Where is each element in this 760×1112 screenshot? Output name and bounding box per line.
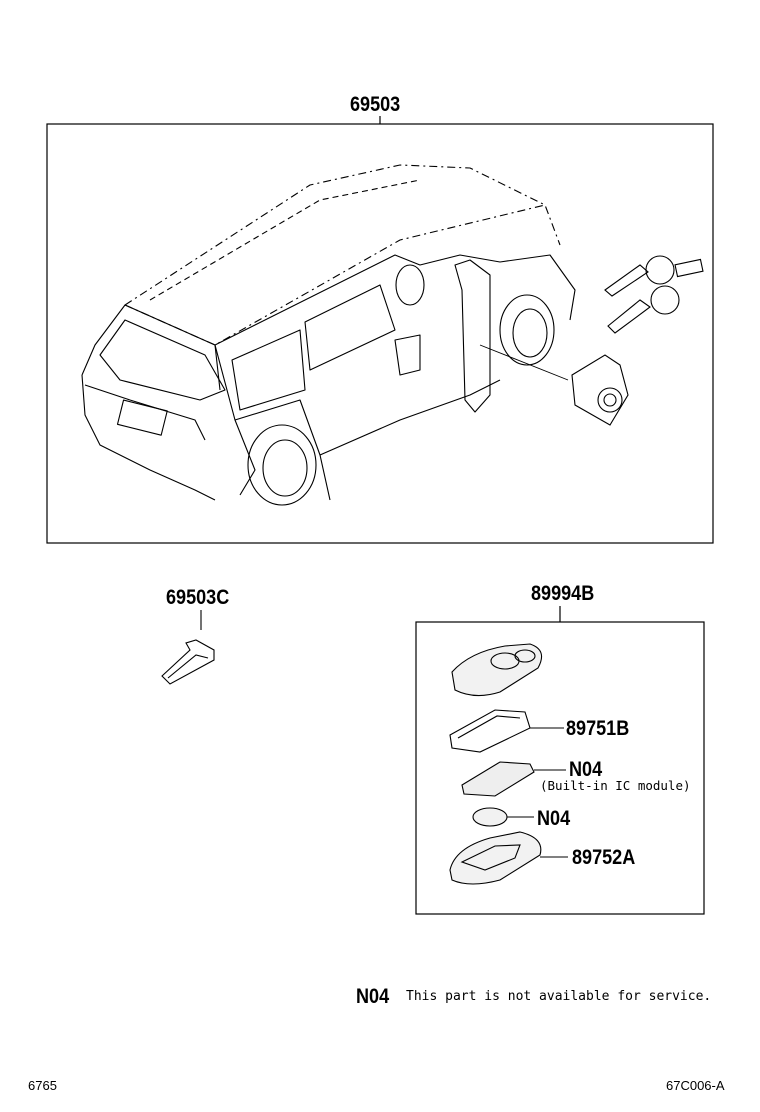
label-89752a: 89752A (572, 846, 636, 869)
blank-key-illustration (161, 610, 215, 685)
label-n04-ic-module: N04 (569, 758, 603, 781)
label-89751b: 89751B (566, 717, 630, 740)
smart-key-frame (415, 606, 705, 915)
footnote-text: This part is not available for service. (406, 989, 712, 1004)
corner-right-code: 67C006-A (666, 1078, 725, 1093)
label-89994b: 89994B (531, 582, 595, 605)
smart-key-parts-illustration (449, 643, 568, 885)
footnote-code: N04 (356, 985, 390, 1008)
label-n04-battery: N04 (537, 807, 571, 830)
vehicle-illustration (81, 164, 576, 506)
key-pair-illustration (571, 255, 704, 426)
label-69503: 69503 (350, 93, 401, 116)
main-kit-frame (46, 116, 714, 544)
label-69503c: 69503C (166, 586, 230, 609)
corner-left-code: 6765 (28, 1078, 57, 1093)
ic-module-note: (Built-in IC module) (540, 778, 691, 793)
